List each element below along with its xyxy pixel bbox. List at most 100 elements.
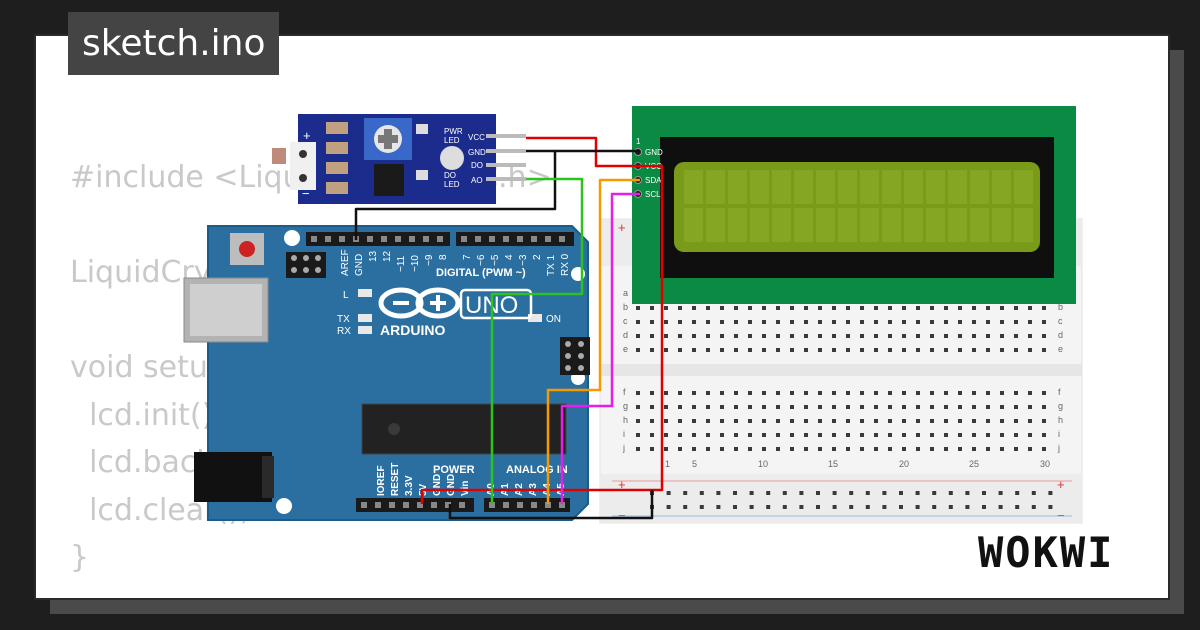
breadboard-hole (720, 306, 724, 310)
digital-label: DIGITAL (PWM ~) (436, 267, 526, 279)
lcd-cell (1014, 208, 1033, 242)
breadboard-hole (790, 320, 794, 324)
sensor-pin-do[interactable]: DO (471, 161, 483, 170)
breadboard-hole (986, 447, 990, 451)
light-sensor-module[interactable]: + − PWR LED DO LED VCC GND DO AO (272, 114, 526, 204)
lcd-pin-gnd[interactable]: GND (645, 148, 663, 157)
breadboard-hole (1000, 447, 1004, 451)
analog-label: ANALOG IN (506, 464, 568, 476)
header-pin (361, 502, 367, 508)
breadboard-hole (832, 419, 836, 423)
breadboard-hole (636, 447, 640, 451)
breadboard-rail-hole (816, 491, 820, 495)
pin-gnd1-label: GND (432, 474, 443, 496)
breadboard-hole (720, 405, 724, 409)
breadboard-hole (818, 433, 822, 437)
breadboard-rail-hole (832, 505, 837, 509)
breadboard-hole (734, 334, 738, 338)
wires[interactable] (354, 136, 664, 520)
breadboard-hole (1042, 334, 1046, 338)
wire-black-gnd[interactable] (448, 490, 654, 520)
breadboard-hole (944, 320, 948, 324)
breadboard-rail-hole (965, 491, 970, 495)
sensor-pwr-label-2: LED (444, 136, 460, 145)
header-pin (545, 236, 551, 242)
breadboard-hole (790, 433, 794, 437)
breadboard-hole (678, 348, 682, 352)
breadboard-rail-hole (899, 491, 903, 495)
breadboard-hole (636, 405, 640, 409)
lcd-cell (794, 208, 813, 242)
pin-11-label: ~11 (396, 255, 407, 272)
bb-row-g: g (623, 401, 628, 411)
breadboard-hole (902, 447, 906, 451)
breadboard-hole (930, 419, 934, 423)
bb-row-e: e (623, 344, 628, 354)
header-pin (531, 236, 537, 242)
breadboard-hole (930, 348, 934, 352)
breadboard-rail-hole (932, 491, 937, 495)
pin-tx-label: TX 1 (546, 254, 557, 276)
breadboard-rail-hole (1048, 505, 1053, 509)
bb-plus-left-top: + (618, 220, 626, 235)
lcd-cell (838, 170, 857, 204)
breadboard-hole (678, 320, 682, 324)
wokwi-logo: WOKWI (978, 528, 1115, 577)
bb-plus-right: + (1057, 477, 1065, 492)
lcd-cell (970, 208, 989, 242)
wire-black[interactable] (354, 149, 557, 240)
pin-vin-label: Vin (460, 481, 471, 496)
breadboard-hole (748, 405, 752, 409)
breadboard-hole (706, 391, 710, 395)
bb-col-25: 25 (969, 459, 979, 469)
breadboard-rail-hole (699, 491, 704, 495)
header-pin (325, 236, 331, 242)
breadboard-hole (846, 433, 850, 437)
lcd-cell (926, 170, 945, 204)
breadboard-rail-hole (1031, 505, 1036, 509)
arduino-uno[interactable]: UNO ARDUINO DIGITAL (PWM ~) L TX RX ON P… (183, 225, 590, 521)
header-pin (475, 236, 481, 242)
lcd-pin-scl[interactable]: SCL (645, 190, 661, 199)
breadboard-hole (706, 447, 710, 451)
bb-row-h-r: h (1058, 415, 1063, 425)
breadboard-hole (706, 348, 710, 352)
breadboard-hole (706, 306, 710, 310)
lcd-cell (750, 170, 769, 204)
breadboard-hole (944, 405, 948, 409)
wire-red[interactable] (420, 136, 664, 504)
breadboard-hole (804, 447, 808, 451)
sensor-pin-gnd[interactable]: GND (468, 148, 486, 157)
breadboard-hole (888, 348, 892, 352)
sensor-pin-ao[interactable]: AO (471, 176, 483, 185)
wire-magenta[interactable] (560, 192, 640, 504)
breadboard-hole (902, 433, 906, 437)
lcd-1602[interactable]: 1 GND VCC SDA SCL (632, 106, 1076, 304)
lcd-pin-sda[interactable]: SDA (645, 176, 662, 185)
breadboard-hole (986, 320, 990, 324)
lcd-cell (816, 170, 835, 204)
sensor-pin-vcc[interactable]: VCC (468, 133, 485, 142)
breadboard-hole (748, 447, 752, 451)
header-pin (423, 236, 429, 242)
bb-col-5: 5 (692, 459, 697, 469)
breadboard-hole (902, 334, 906, 338)
bb-row-d: d (623, 330, 628, 340)
wire-orange[interactable] (546, 178, 640, 504)
breadboard-rail-hole (849, 491, 854, 495)
breadboard-hole (860, 306, 864, 310)
breadboard-hole (720, 433, 724, 437)
breadboard-hole (734, 419, 738, 423)
breadboard-hole (720, 334, 724, 338)
breadboard-hole (916, 405, 920, 409)
wire-green[interactable] (490, 177, 584, 504)
breadboard-hole (972, 391, 976, 395)
breadboard-hole (790, 391, 794, 395)
breadboard-hole (762, 433, 766, 437)
breadboard-hole (1028, 447, 1032, 451)
breadboard-hole (1042, 433, 1046, 437)
breadboard-hole (748, 433, 752, 437)
lcd-cell (948, 170, 967, 204)
breadboard-hole (1014, 320, 1018, 324)
